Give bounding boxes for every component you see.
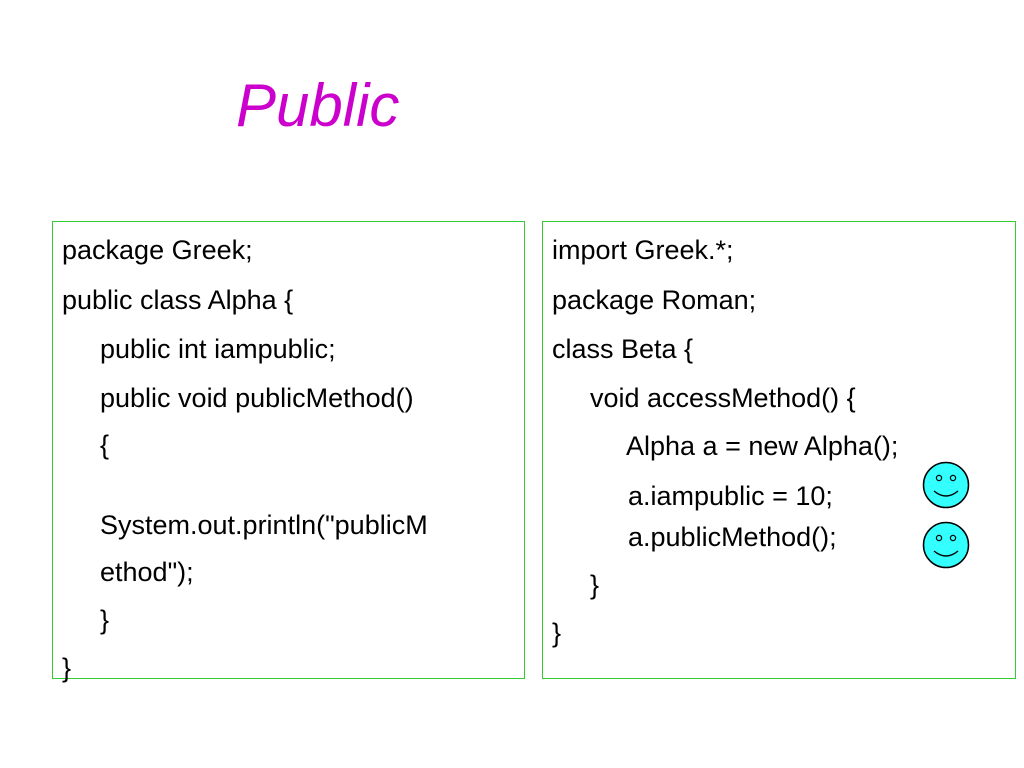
smiley-face-icon [922, 521, 970, 569]
left-code-line: } [62, 653, 72, 683]
right-code-line: a.iampublic = 10; [628, 481, 833, 511]
right-code-line: } [552, 618, 562, 648]
right-code-line: a.publicMethod(); [628, 522, 837, 552]
left-code-line: package Greek; [62, 235, 253, 265]
right-code-line: package Roman; [552, 285, 757, 315]
left-code-line: public void publicMethod() [100, 383, 414, 413]
right-code-line: } [590, 570, 600, 600]
left-code-line: System.out.println("publicM [100, 510, 428, 540]
slide-title: Public [236, 72, 400, 139]
left-code-line: ethod"); [100, 557, 194, 587]
left-code-box [52, 221, 525, 679]
left-code-line: public class Alpha { [62, 285, 294, 315]
right-code-line: class Beta { [552, 334, 694, 364]
smiley-face-icon [922, 461, 970, 509]
right-code-line: Alpha a = new Alpha(); [626, 431, 899, 461]
right-code-line: void accessMethod() { [590, 383, 856, 413]
right-code-line: import Greek.*; [552, 235, 734, 265]
left-code-line: } [100, 605, 110, 635]
left-code-line: public int iampublic; [100, 334, 336, 364]
right-code-box [542, 221, 1016, 679]
left-code-line: { [100, 430, 110, 460]
